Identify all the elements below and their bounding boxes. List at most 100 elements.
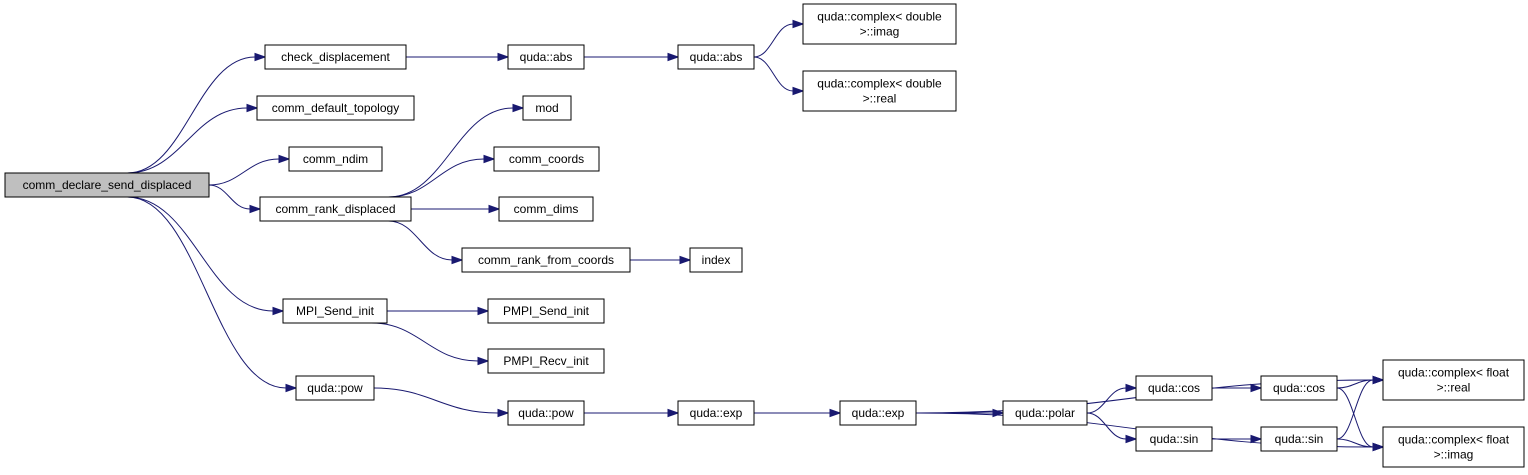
node-pmri[interactable]: PMPI_Recv_init — [487, 348, 605, 374]
node-box — [1382, 359, 1525, 401]
node-label: quda::complex< float — [1398, 433, 1510, 447]
edge-qpolar-to-qsin1 — [1086, 412, 1127, 440]
node-label: quda::pow — [307, 381, 363, 395]
arrowhead-root-to-qpow1 — [285, 383, 298, 393]
node-box — [264, 44, 407, 70]
arrowhead-msi-to-pmri — [477, 356, 490, 366]
node-label: quda::complex< float — [1398, 366, 1510, 380]
node-box — [677, 400, 755, 426]
arrowhead-qabs2-to-cdimag — [792, 19, 805, 29]
node-qexp2[interactable]: quda::exp — [839, 400, 917, 426]
node-box — [522, 95, 572, 121]
edge-qsin2-to-cfimag — [1336, 438, 1374, 448]
edge-qpolar-to-qcos1 — [1086, 387, 1127, 414]
node-cdimag[interactable]: quda::complex< double>::imag — [802, 3, 957, 45]
node-rdisp[interactable]: comm_rank_displaced — [259, 196, 412, 222]
node-box — [507, 400, 585, 426]
edge-root-to-qpow1 — [127, 196, 287, 389]
edge-root-to-chk — [127, 56, 256, 174]
node-label: quda::exp — [690, 406, 743, 420]
node-box — [498, 196, 594, 222]
node-layer: comm_declare_send_displaced check_displac… — [4, 3, 1525, 468]
node-label: >::real — [1437, 381, 1471, 395]
node-label: check_displacement — [281, 50, 390, 64]
node-ndim[interactable]: comm_ndim — [288, 146, 383, 172]
node-ccoords[interactable]: comm_coords — [493, 146, 600, 172]
node-label: >::real — [863, 92, 897, 106]
node-crfc[interactable]: comm_rank_from_coords — [461, 247, 631, 273]
node-cdims[interactable]: comm_dims — [498, 196, 594, 222]
node-label: quda::complex< double — [817, 77, 942, 91]
node-label: >::imag — [860, 25, 900, 39]
node-label: quda::polar — [1015, 406, 1075, 420]
edge-rdisp-to-mod — [388, 107, 514, 198]
arrowhead-qsin2-to-cfimag — [1372, 442, 1385, 452]
arrowhead-root-to-rdisp — [249, 204, 262, 214]
edge-qsin2-to-cfreal — [1336, 379, 1374, 440]
node-box — [689, 247, 743, 273]
node-box — [1382, 426, 1525, 468]
node-label: comm_ndim — [303, 152, 368, 166]
root-node[interactable]: comm_declare_send_displaced — [4, 172, 210, 198]
node-label: quda::abs — [690, 50, 743, 64]
node-label: mod — [535, 101, 558, 115]
edge-rdisp-to-ccoords — [388, 158, 485, 198]
node-qpolar[interactable]: quda::polar — [1002, 400, 1088, 426]
node-mod[interactable]: mod — [522, 95, 572, 121]
node-index[interactable]: index — [689, 247, 743, 273]
node-cfreal[interactable]: quda::complex< float>::real — [1382, 359, 1525, 401]
node-qcos1[interactable]: quda::cos — [1135, 375, 1213, 401]
node-label: quda::cos — [1148, 381, 1200, 395]
arrowhead-qpolar-to-qsin1 — [1125, 434, 1138, 444]
node-box — [1135, 426, 1213, 452]
edge-root-to-rdisp — [208, 184, 251, 210]
node-qcos2[interactable]: quda::cos — [1260, 375, 1338, 401]
arrowhead-qpow1-to-qpow2 — [497, 408, 510, 418]
arrowhead-qpolar-to-qcos1 — [1125, 383, 1138, 393]
node-box — [1002, 400, 1088, 426]
node-box — [839, 400, 917, 426]
edge-root-to-topo — [127, 107, 248, 174]
node-label: quda::exp — [852, 406, 905, 420]
node-topo[interactable]: comm_default_topology — [256, 95, 415, 121]
node-label: MPI_Send_init — [296, 304, 375, 318]
node-label: comm_coords — [509, 152, 584, 166]
arrowhead-qabs1-to-qabs2 — [667, 52, 680, 62]
arrowhead-rdisp-to-ccoords — [483, 154, 496, 164]
node-label: comm_rank_from_coords — [478, 253, 614, 267]
arrowhead-chk-to-qabs1 — [497, 52, 510, 62]
edge-qabs2-to-cdreal — [753, 56, 794, 92]
node-label: >::imag — [1434, 448, 1474, 462]
node-label: quda::complex< double — [817, 10, 942, 24]
node-qsin1[interactable]: quda::sin — [1135, 426, 1213, 452]
node-box — [487, 348, 605, 374]
arrowhead-rdisp-to-cdims — [488, 204, 501, 214]
edge-qcos2-to-cfreal — [1336, 379, 1374, 389]
arrowhead-qabs2-to-cdreal — [792, 86, 805, 96]
arrowhead-crfc-to-index — [679, 255, 692, 265]
edge-msi-to-pmri — [371, 322, 479, 362]
node-box — [802, 3, 957, 45]
node-msi[interactable]: MPI_Send_init — [282, 298, 388, 324]
node-label: comm_rank_displaced — [275, 202, 395, 216]
node-box — [493, 146, 600, 172]
node-cdreal[interactable]: quda::complex< double>::real — [802, 70, 957, 112]
node-box — [4, 172, 210, 198]
edge-root-to-msi — [127, 196, 274, 312]
node-qabs2[interactable]: quda::abs — [677, 44, 755, 70]
node-qabs1[interactable]: quda::abs — [507, 44, 585, 70]
node-qsin2[interactable]: quda::sin — [1260, 426, 1338, 452]
node-qexp1[interactable]: quda::exp — [677, 400, 755, 426]
node-cfimag[interactable]: quda::complex< float>::imag — [1382, 426, 1525, 468]
node-box — [487, 298, 605, 324]
node-box — [677, 44, 755, 70]
node-qpow1[interactable]: quda::pow — [295, 375, 375, 401]
node-pmsi[interactable]: PMPI_Send_init — [487, 298, 605, 324]
node-qpow2[interactable]: quda::pow — [507, 400, 585, 426]
arrowhead-rdisp-to-mod — [512, 103, 525, 113]
node-box — [1260, 426, 1338, 452]
node-chk[interactable]: check_displacement — [264, 44, 407, 70]
node-box — [802, 70, 957, 112]
node-label: comm_default_topology — [272, 101, 399, 115]
node-label: quda::abs — [520, 50, 573, 64]
